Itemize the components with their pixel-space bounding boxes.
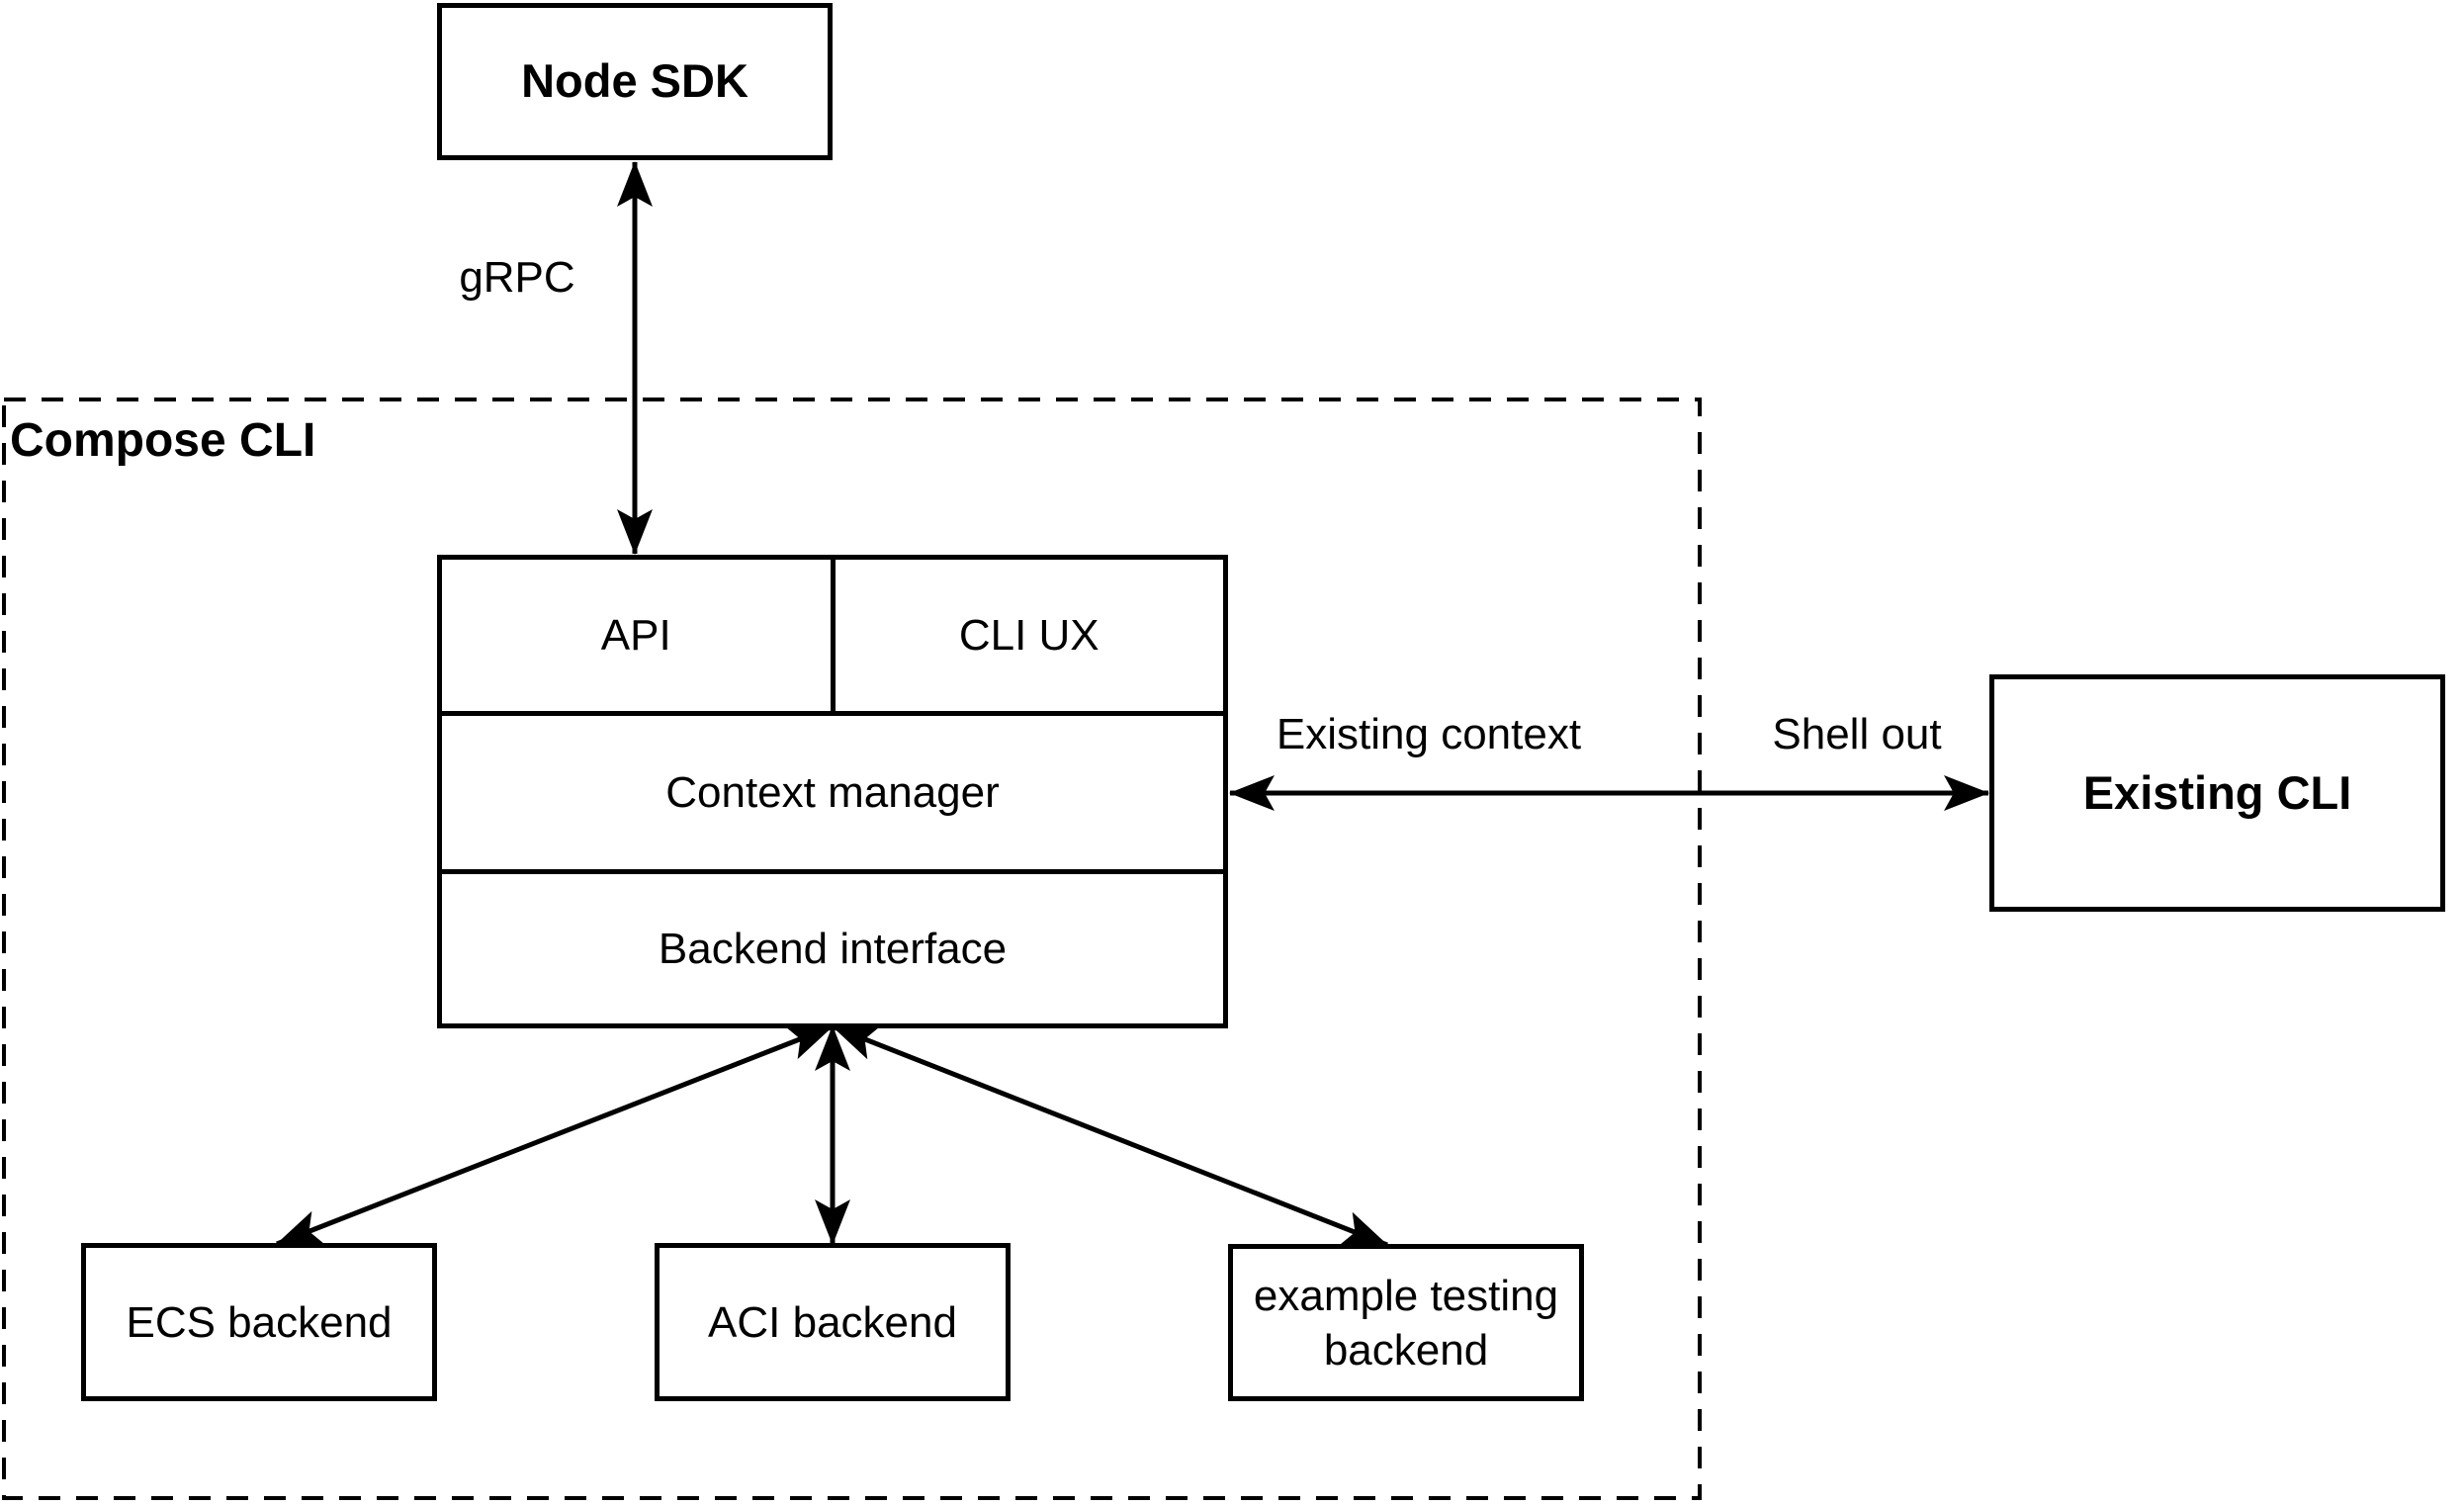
node-sdk-label: Node SDK — [521, 54, 748, 108]
example-testing-backend-box: example testing backend — [1228, 1244, 1584, 1401]
example-testing-backend-label: example testing backend — [1253, 1271, 1559, 1374]
compose-cli-container-label: Compose CLI — [10, 414, 316, 467]
aci-backend-label: ACI backend — [708, 1297, 957, 1347]
existing-context-edge-label: Existing context — [1276, 710, 1582, 758]
compose-cli-container-border — [2, 398, 1702, 1500]
backend-interface-cell: Backend interface — [442, 874, 1223, 1023]
example-backend-arrow — [832, 1023, 1388, 1248]
ecs-backend-arrow — [276, 1023, 834, 1247]
api-cell: API — [442, 560, 836, 711]
ecs-backend-box: ECS backend — [81, 1243, 437, 1401]
core-top-row: API CLI UX — [442, 560, 1223, 716]
cli-ux-label: CLI UX — [958, 610, 1100, 660]
node-sdk-box: Node SDK — [437, 3, 833, 160]
compose-cli-core-box: API CLI UX Context manager Backend inter… — [437, 555, 1228, 1028]
aci-backend-box: ACI backend — [655, 1243, 1011, 1401]
cli-ux-cell: CLI UX — [836, 560, 1224, 711]
existing-cli-box: Existing CLI — [1989, 674, 2445, 912]
existing-cli-label: Existing CLI — [2082, 765, 2352, 819]
api-label: API — [600, 610, 671, 660]
ecs-backend-label: ECS backend — [126, 1297, 393, 1347]
shell-out-edge-label: Shell out — [1772, 710, 1942, 758]
context-manager-cell: Context manager — [442, 716, 1223, 874]
backend-interface-label: Backend interface — [658, 924, 1008, 973]
context-manager-label: Context manager — [665, 767, 1000, 817]
grpc-edge-label: gRPC — [459, 253, 575, 302]
